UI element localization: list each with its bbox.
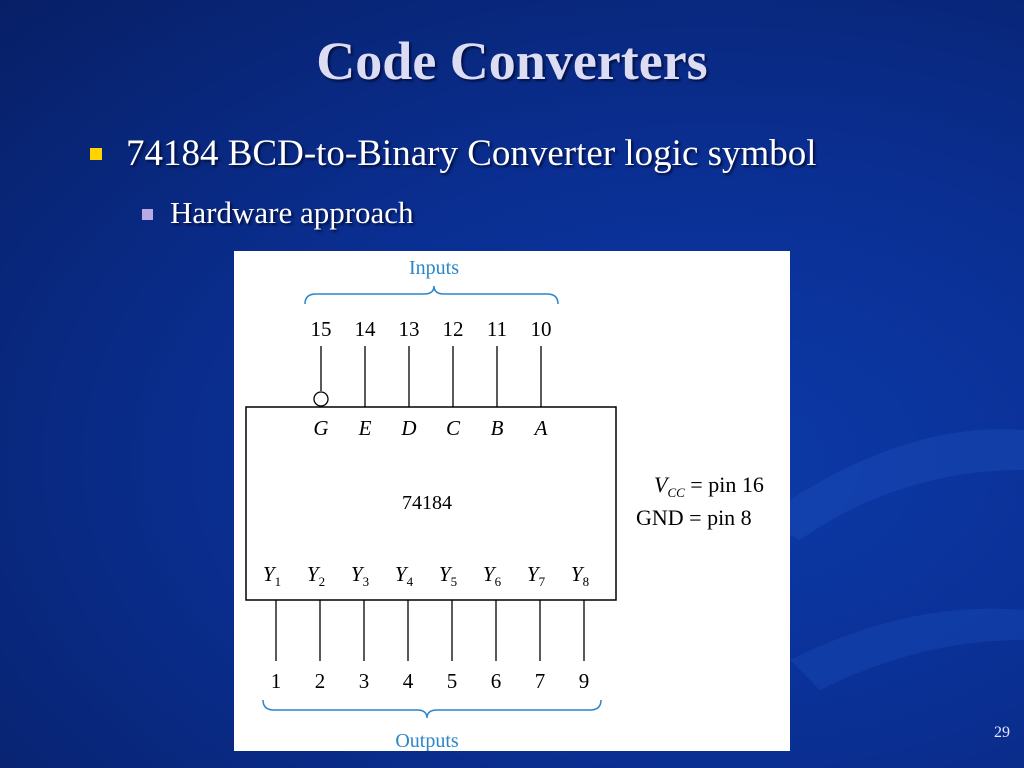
- outputs-label: Outputs: [395, 730, 459, 751]
- logic-symbol-diagram: Inputs 74184 VCC = pin 16 GND = pin 8 15…: [245, 257, 764, 751]
- output-pin-number: 5: [447, 669, 458, 693]
- input-pin-label: C: [446, 416, 461, 440]
- output-pin-label: Y2: [307, 562, 325, 589]
- square-bullet-icon: [90, 148, 102, 160]
- input-pin-label: E: [358, 416, 372, 440]
- output-pin-label: Y3: [351, 562, 369, 589]
- input-pin-label: D: [400, 416, 416, 440]
- vcc-note: VCC = pin 16: [654, 472, 764, 500]
- inputs-brace: [304, 285, 559, 305]
- input-pin-label: A: [533, 416, 548, 440]
- chip-name: 74184: [402, 492, 452, 514]
- input-pin-number: 12: [443, 317, 464, 341]
- output-pin-number: 1: [271, 669, 282, 693]
- input-pins: 15G 14E 13D 12C 11B 10A: [311, 317, 552, 440]
- input-pin-number: 11: [487, 317, 507, 341]
- gnd-note: GND = pin 8: [636, 505, 752, 530]
- slide-title: Code Converters: [316, 31, 708, 91]
- input-pin-number: 10: [531, 317, 552, 341]
- input-pin-label: G: [313, 416, 328, 440]
- logic-symbol-figure: Inputs 74184 VCC = pin 16 GND = pin 8 15…: [234, 251, 790, 751]
- input-pin-number: 14: [355, 317, 377, 341]
- page-number: 29: [994, 724, 1010, 741]
- chip-body: [245, 406, 617, 601]
- output-pin-label: Y1: [263, 562, 281, 589]
- input-pin-number: 15: [311, 317, 332, 341]
- input-pin-number: 13: [399, 317, 420, 341]
- outputs-brace: [262, 699, 602, 719]
- output-pin-number: 7: [535, 669, 546, 693]
- input-pin-label: B: [491, 416, 504, 440]
- output-pin-number: 3: [359, 669, 370, 693]
- bullet-text: 74184 BCD-to-Binary Converter logic symb…: [126, 133, 817, 174]
- output-pin-number: 2: [315, 669, 326, 693]
- output-pin-number: 4: [403, 669, 414, 693]
- output-pin-label: Y4: [395, 562, 414, 589]
- output-pin-number: 9: [579, 669, 590, 693]
- output-pin-label: Y5: [439, 562, 457, 589]
- inversion-bubble: [313, 391, 329, 407]
- output-pins: Y1 1 Y2 2 Y3 3 Y4 4 Y5 5 Y6 6 Y7 7 Y8 9: [263, 562, 589, 693]
- square-bullet-icon: [142, 209, 153, 220]
- output-pin-label: Y6: [483, 562, 502, 589]
- output-pin-label: Y8: [571, 562, 589, 589]
- output-pin-number: 6: [491, 669, 502, 693]
- inputs-label: Inputs: [409, 257, 459, 279]
- sub-bullet-text: Hardware approach: [170, 195, 414, 230]
- output-pin-label: Y7: [527, 562, 546, 589]
